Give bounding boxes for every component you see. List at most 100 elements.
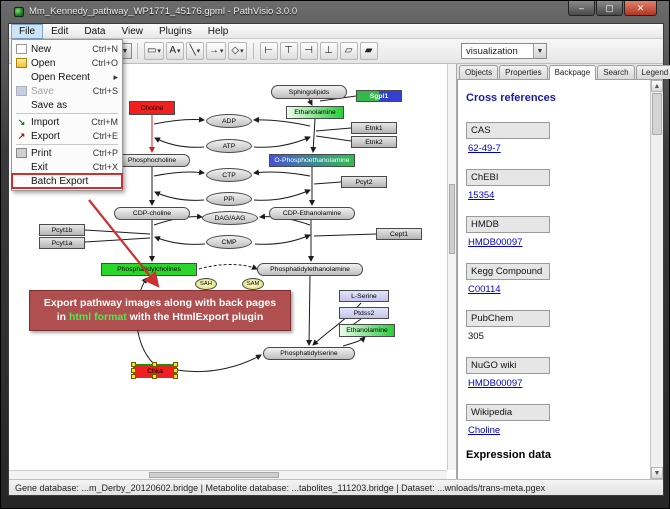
node-ethanolamine[interactable]: Ethanolamine [339, 324, 395, 337]
title-bar[interactable]: Mm_Kennedy_pathway_WP1771_45176.gpml - P… [1, 1, 669, 23]
scroll-up-icon[interactable]: ▲ [651, 80, 663, 92]
expression-data-title: Expression data [466, 449, 551, 461]
node-adp[interactable]: ADP [206, 114, 252, 128]
pathway-edge [253, 169, 311, 177]
node-cdp-choline[interactable]: CDP-choline [114, 207, 190, 220]
node-phosphatidylcholines[interactable]: Phosphatidylcholines [101, 263, 197, 276]
scrollbar-thumb[interactable] [149, 472, 279, 478]
toolbar-line-tool-button[interactable]: ╲▾ [185, 42, 204, 60]
node-phosphocholine[interactable]: Phosphocholine [114, 154, 190, 167]
tab-objects[interactable]: Objects [459, 65, 499, 79]
node-ctp[interactable]: CTP [206, 168, 252, 182]
toolbar-align-left-button[interactable]: ⊢ [259, 42, 278, 60]
node-etnk1[interactable]: Etnk1 [351, 122, 397, 134]
panel-scrollbar[interactable]: ▲ ▼ [650, 80, 663, 479]
selection-handle[interactable] [131, 374, 136, 379]
node-atp[interactable]: ATP [206, 139, 252, 153]
menu-view[interactable]: View [121, 25, 143, 37]
ref-id-link[interactable]: C00114 [468, 284, 501, 295]
minimize-button[interactable]: – [568, 1, 595, 16]
toolbar-stack-vertical-button[interactable]: ▰ [359, 42, 378, 60]
close-button[interactable]: ✕ [624, 1, 657, 16]
toolbar-align-right-button[interactable]: ⊣ [299, 42, 318, 60]
visualization-combobox[interactable]: visualization ▼ [461, 43, 547, 59]
toolbar-align-bottom-button[interactable]: ⊥ [319, 42, 338, 60]
menu-separator [16, 113, 118, 114]
node-phosphatidylserine[interactable]: Phosphatidylserine [263, 347, 355, 360]
node-ppi[interactable]: PPi [206, 192, 252, 206]
toolbar-stack-horizontal-button[interactable]: ▱ [339, 42, 358, 60]
maximize-button[interactable]: ▢ [596, 1, 623, 16]
tab-backpage[interactable]: Backpage [548, 65, 597, 80]
node-ptdss2[interactable]: Ptdss2 [339, 307, 389, 319]
tab-legend[interactable]: Legend [635, 65, 670, 79]
menu-plugins[interactable]: Plugins [158, 25, 192, 37]
tab-search[interactable]: Search [597, 65, 635, 79]
selection-handle[interactable] [173, 368, 178, 373]
menu-help[interactable]: Help [207, 25, 229, 37]
ref-id-link[interactable]: 15354 [468, 190, 495, 201]
file-menu-item-save-as[interactable]: Save as [12, 98, 122, 112]
ref-id-link[interactable]: HMDB00097 [468, 378, 523, 389]
menu-edit[interactable]: Edit [51, 25, 69, 37]
node-pcyt2[interactable]: Pcyt2 [341, 176, 387, 188]
node-pcyt1a[interactable]: Pcyt1a [39, 237, 85, 249]
selection-handle[interactable] [131, 362, 136, 367]
toolbar-datanode-tool-button[interactable]: ▭▾ [143, 42, 164, 60]
node-cdp-ethanolamine[interactable]: CDP-Ethanolamine [269, 207, 355, 220]
node-ethanolamine[interactable]: Ethanolamine [286, 106, 344, 119]
selection-handle[interactable] [131, 368, 136, 373]
tab-properties[interactable]: Properties [499, 65, 548, 79]
node-label: Ptdss2 [353, 309, 375, 317]
node-cmp[interactable]: CMP [206, 235, 252, 249]
node-sam[interactable]: SAM [242, 278, 264, 290]
scrollbar-thumb[interactable] [449, 184, 455, 254]
scrollbar-thumb[interactable] [652, 93, 662, 135]
ref-id-link[interactable]: HMDB00097 [468, 237, 523, 248]
file-menu-item-open-recent[interactable]: Open Recent▸ [12, 70, 122, 84]
selection-handle[interactable] [173, 362, 178, 367]
node-sah[interactable]: SAH [195, 278, 217, 290]
canvas-vertical-scrollbar[interactable] [447, 64, 456, 470]
ref-id-link[interactable]: 62-49-7 [468, 143, 501, 154]
node-phosphatidylethanolamine[interactable]: Phosphatidylethanolamine [257, 263, 363, 276]
selection-handle[interactable] [152, 374, 157, 379]
menu-file[interactable]: File [11, 23, 44, 39]
node-dag-aag[interactable]: DAG/AAG [202, 211, 258, 225]
scroll-down-icon[interactable]: ▼ [651, 467, 663, 479]
pathway-edge [253, 116, 311, 127]
selection-handle[interactable] [152, 362, 157, 367]
window-title: Mm_Kennedy_pathway_WP1771_45176.gpml - P… [29, 6, 298, 17]
node-o-phosphoethanolamine[interactable]: O-Phosphoethanolamine [269, 154, 355, 167]
menu-shortcut: Ctrl+N [92, 44, 118, 54]
node-sgpl1[interactable]: Sgpl1 [356, 90, 402, 102]
ref-id-link[interactable]: Choline [468, 425, 501, 436]
selection-handle[interactable] [173, 374, 178, 379]
node-cept1[interactable]: Cept1 [376, 228, 422, 240]
chevron-down-icon[interactable]: ▼ [533, 44, 546, 58]
node-pcyt1b[interactable]: Pcyt1b [39, 224, 85, 236]
file-menu-item-batch-export[interactable]: Batch Export [11, 173, 123, 189]
menu-data[interactable]: Data [84, 25, 106, 37]
canvas-horizontal-scrollbar[interactable] [9, 470, 447, 479]
node-l-serine[interactable]: L-Serine [339, 290, 389, 302]
toolbar-align-top-button[interactable]: ⊤ [279, 42, 298, 60]
toolbar-label-tool-button[interactable]: A▾ [165, 42, 184, 60]
node-sphingolipids[interactable]: Sphingolipids [271, 85, 347, 99]
node-choline[interactable]: Choline [129, 101, 175, 115]
toolbar-arrow-tool-button[interactable]: →▾ [205, 42, 227, 60]
node-chka[interactable]: Chka [131, 362, 178, 379]
toolbar-shape-tool-button[interactable]: ◇▾ [228, 42, 247, 60]
node-etnk2[interactable]: Etnk2 [351, 136, 397, 148]
node-label: CMP [221, 238, 237, 246]
